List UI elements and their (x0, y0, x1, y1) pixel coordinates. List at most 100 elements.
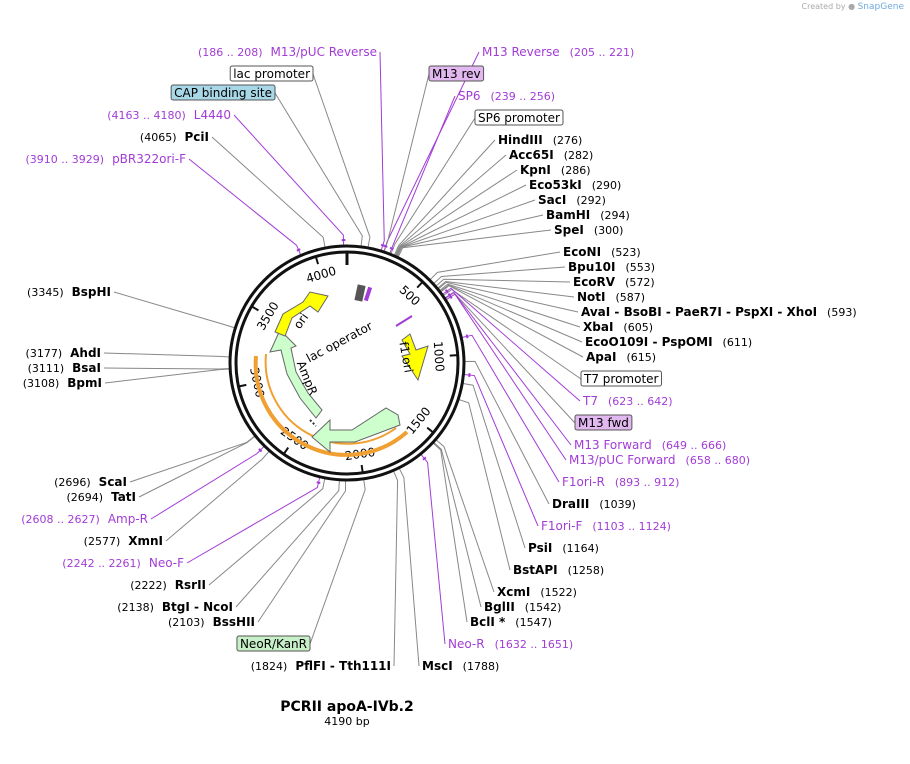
label-cap-binding-site-4[interactable]: CAP binding site (170, 84, 276, 101)
tick-4000 (314, 256, 320, 265)
label-t7-promoter-29[interactable]: T7 promoter (580, 370, 662, 387)
label-btgi-ncoi-46[interactable]: BtgI - NcoI(2138) (117, 600, 233, 614)
feature-box (428, 65, 485, 82)
plasmid-length: 4190 bp (324, 715, 369, 728)
label-neor-kanr-50[interactable]: NeoR/KanR (236, 635, 311, 652)
label-t7-30[interactable]: T7(623 .. 642) (582, 394, 673, 408)
label-m13-fwd-31[interactable]: M13 fwd (574, 414, 633, 431)
leader-noti-20 (436, 280, 575, 298)
label-l4440-6[interactable]: L4440(4163 .. 4180) (107, 108, 231, 122)
label-eco53ki-13[interactable]: Eco53kI(290) (529, 178, 621, 192)
site-position: (611) (723, 336, 753, 349)
label-lac-promoter-2[interactable]: lac promoter (229, 65, 314, 82)
label-bsai-27[interactable]: BsaI (3111) (28, 361, 101, 375)
label-sp6-5[interactable]: SP6(239 .. 256) (458, 89, 555, 103)
site-position: (294) (600, 209, 630, 222)
site-position: (3111) (28, 362, 65, 375)
label-bsshii-48[interactable]: BssHII (2103) (168, 615, 255, 629)
primer-name: F1ori-F (541, 519, 582, 533)
label-rsrii-44[interactable]: RsrII(2222) (130, 578, 206, 592)
label-pbr322ori-f-11[interactable]: pBR322ori-F(3910 .. 3929) (26, 152, 187, 166)
primer-range: (205 .. 221) (570, 46, 635, 59)
label-saci-14[interactable]: SacI(292) (538, 193, 606, 207)
label-ahdi-25[interactable]: AhdI(3177) (26, 346, 101, 360)
label-hindiii-9[interactable]: HindIII(276) (498, 133, 582, 147)
site-position: (2138) (117, 601, 154, 614)
label-neo-r-51[interactable]: Neo-R(1632 .. 1651) (448, 637, 573, 651)
label-amp-r-38[interactable]: Amp-R(2608 .. 2627) (21, 512, 148, 526)
tick-1500 (426, 426, 435, 434)
label-psii-41[interactable]: PsiI(1164) (528, 541, 599, 555)
feature-box-label: NeoR/KanR (240, 637, 307, 651)
label-bpmi-28[interactable]: BpmI(3108) (23, 376, 102, 390)
leader-lac-promoter-2 (312, 73, 371, 248)
primer-mark-sp6-5 (389, 246, 394, 251)
leader-msci-53 (398, 467, 420, 667)
label-m13-forward-32[interactable]: M13 Forward(649 .. 666) (574, 438, 726, 452)
site-name: BstAPI (513, 563, 558, 577)
leader-neo-r-51 (420, 453, 446, 645)
label-m13-reverse-1[interactable]: M13 Reverse(205 .. 221) (482, 45, 634, 59)
label-f1ori-r-34[interactable]: F1ori-R(893 .. 912) (562, 475, 679, 489)
site-name: EcoO109I - PspOMI (585, 335, 713, 349)
leader-spei-16 (397, 229, 552, 258)
primer-range: (3910 .. 3929) (26, 153, 105, 166)
label-msci-53[interactable]: MscI(1788) (422, 659, 499, 673)
label-ecorv-19[interactable]: EcoRV(572) (573, 275, 655, 289)
primer-range: (1103 .. 1124) (592, 520, 671, 533)
site-name: XbaI (583, 320, 613, 334)
leader-avai-bsobi-paer7i-pspxi-xhoi-22 (437, 281, 579, 313)
label-bpu10i-18[interactable]: Bpu10I(553) (568, 260, 655, 274)
site-name: BssHII (213, 615, 255, 629)
site-position: (2694) (66, 491, 103, 504)
label-draiii-37[interactable]: DraIII(1039) (552, 497, 636, 511)
tick-label-1000: 1000 (431, 341, 447, 372)
label-apai-26[interactable]: ApaI(615) (586, 350, 656, 364)
leader-pcii-8 (211, 136, 326, 249)
label-bsphi-21[interactable]: BspHI(3345) (27, 285, 111, 299)
leader-bsphi-21 (113, 291, 236, 329)
label-spei-16[interactable]: SpeI(300) (554, 223, 623, 237)
label-bstapi-43[interactable]: BstAPI(1258) (513, 563, 604, 577)
ori-arrow (274, 291, 329, 337)
label-m13-puc-reverse-0[interactable]: M13/pUC Reverse(186 .. 208) (198, 45, 377, 59)
label-noti-20[interactable]: NotI(587) (577, 290, 645, 304)
label-neo-f-42[interactable]: Neo-F(2242 .. 2261) (62, 556, 184, 570)
site-name: BsaI (72, 361, 101, 375)
feature-box (236, 635, 311, 652)
label-pcii-8[interactable]: PciI(4065) (140, 130, 209, 144)
site-position: (1039) (599, 498, 636, 511)
label-tati-36[interactable]: TatI(2694) (66, 490, 136, 504)
feature-box-label: M13 fwd (578, 416, 629, 430)
tick-3000 (238, 383, 247, 388)
site-name: Bpu10I (568, 260, 615, 274)
site-name: ApaI (586, 350, 616, 364)
label-xbai-23[interactable]: XbaI(605) (583, 320, 653, 334)
site-position: (587) (616, 291, 646, 304)
label-econi-17[interactable]: EcoNI(523) (563, 245, 641, 259)
label-bcli-49[interactable]: BclI *(1547) (470, 615, 552, 629)
leader-bglii-47 (432, 441, 482, 608)
primer-name: F1ori-R (562, 475, 605, 489)
label-pflfi-tth111i-52[interactable]: PflFI - Tth111I (1824) (251, 659, 391, 673)
site-position: (2103) (168, 616, 205, 629)
label-bamhi-15[interactable]: BamHI(294) (546, 208, 630, 222)
label-bglii-47[interactable]: BglII(1542) (484, 600, 561, 614)
label-scai-35[interactable]: ScaI(2696) (54, 475, 127, 489)
label-sp6-promoter-7[interactable]: SP6 promoter (474, 109, 564, 126)
label-m13-puc-forward-33[interactable]: M13/pUC Forward(658 .. 680) (569, 453, 750, 467)
label-xmni-40[interactable]: XmnI(2577) (84, 534, 163, 548)
label-avai-bsobi-paer7i-pspxi-xhoi-22[interactable]: AvaI - BsoBI - PaeR7I - PspXI - XhoI(593… (581, 305, 857, 319)
label-m13-rev-3[interactable]: M13 rev (428, 65, 485, 82)
primer-range: (4163 .. 4180) (107, 109, 186, 122)
site-name: PflFI - Tth111I (295, 659, 391, 673)
site-name: BspHI (72, 285, 111, 299)
site-position: (1824) (251, 660, 288, 673)
label-ecoo109i-pspomi-24[interactable]: EcoO109I - PspOMI (611) (585, 335, 752, 349)
label-xcmi-45[interactable]: XcmI(1522) (497, 585, 577, 599)
label-acc65i-10[interactable]: Acc65I(282) (509, 148, 593, 162)
label-kpni-12[interactable]: KpnI(286) (520, 163, 591, 177)
site-position: (286) (561, 164, 591, 177)
label-f1ori-f-39[interactable]: F1ori-F (1103 .. 1124) (541, 519, 671, 533)
primer-name: Neo-R (448, 637, 485, 651)
